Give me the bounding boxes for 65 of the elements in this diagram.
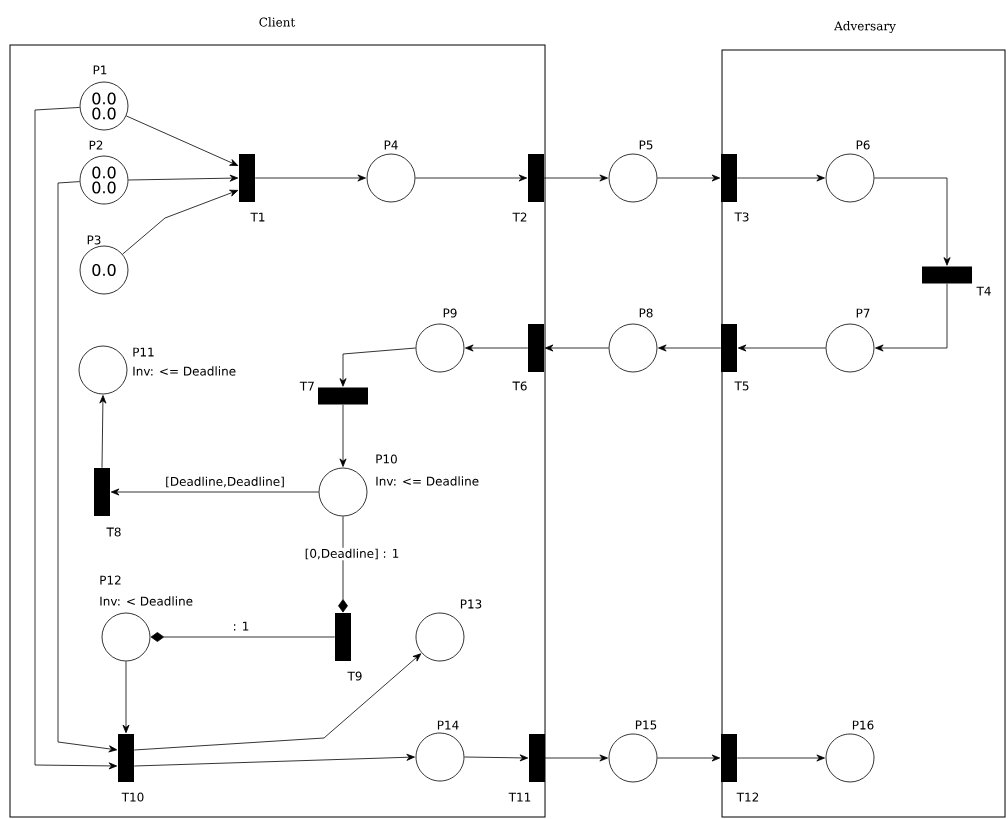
arrow	[874, 177, 951, 266]
place-label: P10	[376, 454, 397, 464]
edge-label: [Deadline,Deadline]	[164, 475, 286, 489]
transition-label: T9	[347, 671, 362, 681]
transition-label: T1	[250, 212, 265, 222]
transition-label: T6	[512, 381, 527, 391]
transition-label: T7	[299, 381, 314, 391]
arrow	[133, 753, 415, 767]
arrow	[657, 174, 721, 182]
arrow	[543, 174, 608, 182]
transition-label: T12	[736, 792, 759, 802]
place-label: P15	[635, 720, 657, 730]
arrow	[339, 404, 347, 467]
place-label: P3	[87, 235, 101, 245]
place-label: P4	[384, 140, 398, 150]
arrow	[339, 347, 416, 387]
arrow	[544, 754, 608, 762]
transition-label: T4	[976, 286, 991, 296]
place-label: P12	[100, 575, 121, 585]
place-label: P7	[856, 308, 870, 318]
arrow	[122, 189, 239, 255]
arrow	[34, 107, 118, 770]
arrow	[150, 632, 336, 642]
arrow	[110, 488, 319, 496]
arrow	[875, 283, 948, 352]
transition-label: T10	[121, 792, 144, 802]
arrow	[737, 344, 826, 352]
edge-label: [0,Deadline] : 1	[303, 547, 401, 561]
arrow	[254, 174, 366, 182]
place-label: P1	[93, 65, 107, 75]
arrow	[133, 653, 422, 751]
place-label: P6	[856, 140, 870, 150]
place-label: P2	[89, 140, 103, 150]
transition-label: T2	[512, 212, 527, 222]
place-label: P5	[639, 140, 653, 150]
place-label: Inv: < Deadline	[100, 596, 193, 606]
arrow	[415, 174, 528, 182]
edge-label: : 1	[231, 620, 251, 632]
arrow	[128, 174, 239, 182]
arrow	[736, 754, 825, 762]
arrow	[122, 661, 130, 734]
arrow	[99, 395, 107, 469]
place-label: P9	[443, 308, 457, 318]
transition-label: T3	[734, 212, 749, 222]
arrow	[657, 754, 721, 762]
arrow	[464, 754, 529, 762]
arrow	[658, 344, 722, 352]
arrow	[465, 344, 529, 352]
lane-title: Client	[259, 17, 296, 27]
arrow	[736, 174, 825, 182]
place-label: Inv: <= Deadline	[133, 366, 236, 376]
place-label: P11	[133, 347, 154, 357]
arrow	[338, 516, 348, 613]
transition-label: T8	[106, 527, 121, 537]
place-label: P16	[852, 720, 874, 730]
arrow	[57, 181, 118, 753]
place-label: P14	[437, 720, 459, 730]
transition-label: T11	[508, 792, 531, 802]
lane-title: Adversary	[834, 21, 896, 33]
arrow	[544, 344, 609, 352]
transition-label: T5	[734, 381, 749, 391]
arrow	[125, 115, 239, 166]
place-label: Inv: <= Deadline	[376, 476, 479, 486]
place-label: P13	[460, 599, 482, 609]
place-label: P8	[639, 308, 653, 318]
